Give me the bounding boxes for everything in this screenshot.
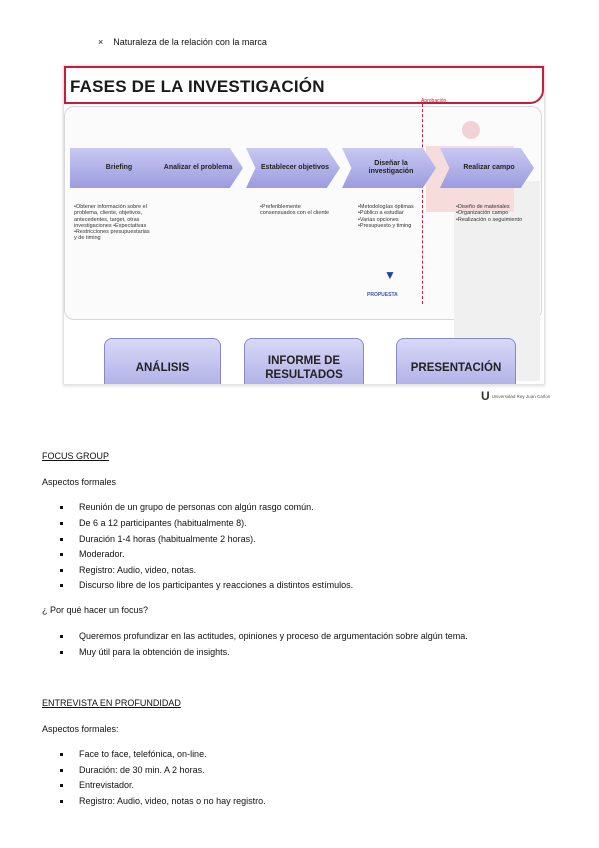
focus-item-text: Reunión de un grupo de personas con algú…: [79, 502, 314, 512]
bullet-square-icon: [60, 506, 63, 510]
output-presentacion: PRESENTACIÓN: [396, 338, 516, 384]
focus-heading: FOCUS GROUP: [42, 451, 110, 461]
aprobacion-label: Aprobación: [421, 98, 447, 104]
slide-title: FASES DE LA INVESTIGACIÓN: [70, 77, 325, 96]
phase-establecer-text: •Preferiblemente consensuados con el cli…: [260, 204, 330, 217]
phase-analizar: Analizar el problema: [149, 148, 243, 188]
output-informe: INFORME DE RESULTADOS: [244, 338, 364, 384]
watermark-dot: [462, 121, 480, 139]
focus-item-text: Duración 1-4 horas (habitualmente 2 hora…: [79, 534, 256, 544]
focus-item: Moderador.: [60, 549, 125, 559]
phase-disenar-text: •Metodologías óptimas •Público a estudia…: [358, 204, 414, 229]
phase-realizar-text: •Diseño de materiales •Organización camp…: [456, 204, 523, 223]
bullet-square-icon: [60, 635, 63, 639]
bullet-square-icon: [60, 800, 63, 804]
propuesta-label: PROPUESTA: [367, 292, 398, 298]
entrevista-item: Face to face, telefónica, on-line.: [60, 749, 207, 759]
why-item-text: Queremos profundizar en las actitudes, o…: [79, 631, 468, 641]
bullet-square-icon: [60, 553, 63, 557]
entrevista-subheading: Aspectos formales:: [42, 724, 119, 734]
entrevista-item-text: Duración: de 30 min. A 2 horas.: [79, 765, 205, 775]
entrevista-item-text: Registro: Audio, video, notas o no hay r…: [79, 796, 266, 806]
bullet-square-icon: [60, 784, 63, 788]
university-name: Universidad Rey Juan Carlos: [491, 394, 550, 399]
focus-item-text: Registro: Audio, video, notas.: [79, 565, 197, 575]
entrevista-item-text: Entrevistador.: [79, 780, 135, 790]
bullet-square-icon: [60, 538, 63, 542]
bullet-mark: ×: [98, 37, 104, 47]
focus-question: ¿ Por qué hacer un focus?: [42, 605, 149, 615]
entrevista-item: Duración: de 30 min. A 2 horas.: [60, 765, 205, 775]
why-item: Muy útil para la obtención de insights.: [60, 647, 230, 657]
why-item-text: Muy útil para la obtención de insights.: [79, 647, 230, 657]
bullet-square-icon: [60, 651, 63, 655]
why-item: Queremos profundizar en las actitudes, o…: [60, 631, 468, 641]
entrevista-item: Entrevistador.: [60, 780, 134, 790]
output-analisis: ANÁLISIS: [104, 338, 221, 384]
focus-item: Duración 1-4 horas (habitualmente 2 hora…: [60, 534, 256, 544]
focus-item: De 6 a 12 participantes (habitualmente 8…: [60, 518, 247, 528]
bullet-square-icon: [60, 522, 63, 526]
top-bullet-text: Naturaleza de la relación con la marca: [113, 37, 267, 47]
focus-item: Registro: Audio, video, notas.: [60, 565, 196, 575]
phase-realizar: Realizar campo: [440, 148, 534, 188]
aprobacion-line: [422, 104, 423, 304]
focus-item: Reunión de un grupo de personas con algú…: [60, 502, 314, 512]
focus-item-text: Discurso libre de los participantes y re…: [79, 580, 354, 590]
focus-item: Discurso libre de los participantes y re…: [60, 580, 353, 590]
phase-briefing: Briefing: [70, 148, 164, 188]
university-logo-icon: U: [481, 389, 490, 403]
focus-item-text: De 6 a 12 participantes (habitualmente 8…: [79, 518, 247, 528]
focus-item-text: Moderador.: [79, 549, 125, 559]
bullet-square-icon: [60, 753, 63, 757]
entrevista-heading: ENTREVISTA EN PROFUNDIDAD: [42, 698, 181, 708]
bullet-square-icon: [60, 769, 63, 773]
research-phases-slide: FASES DE LA INVESTIGACIÓN Aprobación Bri…: [63, 65, 545, 385]
university-logo: U Universidad Rey Juan Carlos: [481, 389, 550, 403]
top-bullet: × Naturaleza de la relación con la marca: [98, 37, 267, 47]
slide-title-bar: FASES DE LA INVESTIGACIÓN: [64, 66, 544, 104]
phase-disenar: Diseñar la investigación: [342, 148, 436, 188]
phase-briefing-text: •Obtener información sobre el problema, …: [74, 204, 150, 242]
bullet-square-icon: [60, 584, 63, 588]
entrevista-item: Registro: Audio, video, notas o no hay r…: [60, 796, 266, 806]
arrow-down-icon: ▼: [384, 268, 396, 282]
entrevista-item-text: Face to face, telefónica, on-line.: [79, 749, 207, 759]
phase-establecer: Establecer objetivos: [246, 148, 340, 188]
bullet-square-icon: [60, 569, 63, 573]
focus-subheading: Aspectos formales: [42, 477, 117, 487]
